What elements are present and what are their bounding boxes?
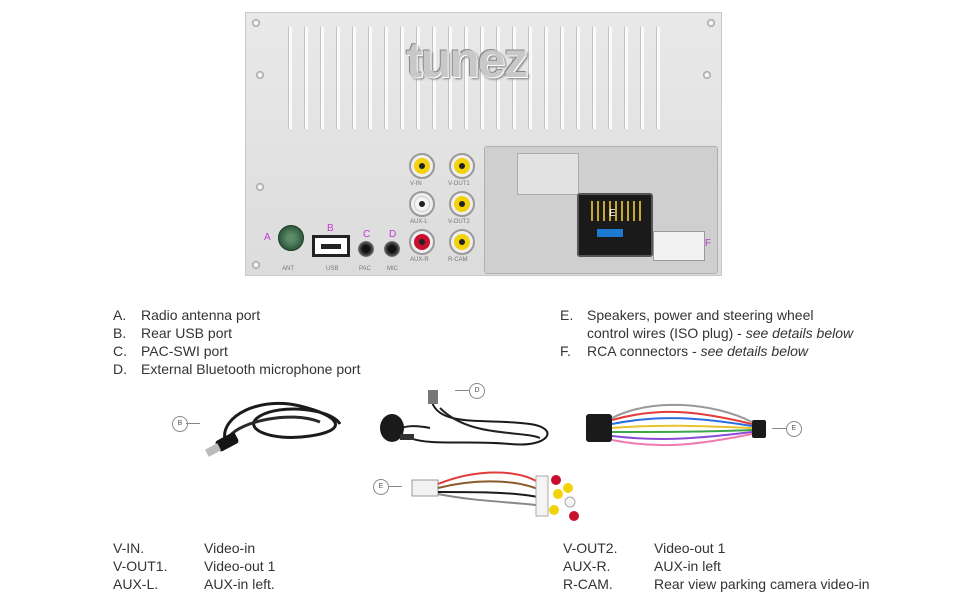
usb-cable-image — [204, 401, 342, 457]
screw-icon — [252, 19, 260, 27]
vent-slot — [656, 27, 660, 129]
iso-wiring-harness-image — [586, 403, 766, 447]
vent-slot — [304, 27, 308, 129]
port-label-v-out2: V-OUT2 — [448, 219, 470, 225]
vent-slot — [352, 27, 356, 129]
legend-right: V-OUT2.Video-out 1 AUX-R.AUX-in left R-C… — [563, 539, 870, 593]
legend-row: V-IN.Video-in — [113, 540, 256, 556]
vent-slot — [448, 27, 452, 129]
vent-slot — [480, 27, 484, 129]
rca-jack-v-out2 — [449, 191, 475, 217]
vent-slot — [544, 27, 548, 129]
list-item: E.Speakers, power and steering wheel — [560, 307, 814, 323]
legend-row: R-CAM.Rear view parking camera video-in — [563, 576, 870, 592]
port-label-v-in: V-IN — [410, 181, 422, 187]
vent-slot — [336, 27, 340, 129]
port-list-left: A.Radio antenna port B.Rear USB port C.P… — [113, 306, 360, 378]
vent-slot — [464, 27, 468, 129]
callout-a: A — [264, 232, 271, 243]
port-label-pac: PAC — [359, 266, 371, 272]
list-item: C.PAC-SWI port — [113, 343, 228, 359]
list-item: D.External Bluetooth microphone port — [113, 361, 361, 377]
connector-block — [484, 146, 718, 274]
badge-usb-cable: B — [172, 416, 188, 432]
vent-slot — [416, 27, 420, 129]
badge-rca-harness: E — [373, 479, 389, 495]
screw-icon — [703, 71, 711, 79]
rca-socket-f — [653, 231, 705, 261]
vent-slot — [608, 27, 612, 129]
vent-slot — [384, 27, 388, 129]
badge-iso-harness: E — [786, 421, 802, 437]
screw-icon — [256, 71, 264, 79]
legend-row: V-OUT1.Video-out 1 — [113, 558, 276, 574]
list-item: F.RCA connectors - see details below — [560, 343, 809, 359]
list-item: A.Radio antenna port — [113, 307, 261, 323]
legend-row: V-OUT2.Video-out 1 — [563, 540, 726, 556]
antenna-port — [278, 225, 304, 251]
brand-logo: tunez — [406, 32, 529, 88]
port-label-r-cam: R-CAM — [448, 257, 468, 263]
badge-microphone: D — [469, 383, 485, 399]
callout-e: E — [609, 208, 616, 219]
vent-slot — [288, 27, 292, 129]
callout-f: F — [705, 238, 712, 249]
screw-icon — [707, 19, 715, 27]
mic-jack — [384, 241, 400, 257]
screw-icon — [256, 183, 264, 191]
rca-jack-v-out1 — [449, 153, 475, 179]
rca-jack-aux-l — [409, 191, 435, 217]
vent-slot — [368, 27, 372, 129]
vent-slot — [560, 27, 564, 129]
list-item: B.Rear USB port — [113, 325, 233, 341]
vent-slot — [576, 27, 580, 129]
vent-slot — [640, 27, 644, 129]
screw-icon — [252, 261, 260, 269]
pac-jack — [358, 241, 374, 257]
callout-c: C — [363, 229, 371, 240]
rca-harness-image — [411, 471, 579, 521]
port-label-aux-r: AUX-R — [410, 257, 429, 263]
vent-slot — [400, 27, 404, 129]
iso-plug-socket — [577, 193, 653, 257]
callout-d: D — [389, 229, 397, 240]
callout-b: B — [327, 223, 334, 234]
legend-row: AUX-L.AUX-in left. — [113, 576, 275, 592]
rca-jack-v-in — [409, 153, 435, 179]
port-label-aux-l: AUX-L — [410, 219, 428, 225]
port-label-mic: MIC — [387, 266, 398, 272]
vent-slot — [528, 27, 532, 129]
port-list-right: E.Speakers, power and steering wheel con… — [560, 306, 853, 360]
vent-slot — [592, 27, 596, 129]
vent-slot — [624, 27, 628, 129]
usb-port — [312, 235, 350, 257]
list-item-continuation: control wires (ISO plug) - see details b… — [587, 325, 854, 341]
legend-row: AUX-R.AUX-in left — [563, 558, 721, 574]
vent-slot — [320, 27, 324, 129]
port-label-v-out1: V-OUT1 — [448, 181, 470, 187]
legend-left: V-IN.Video-in V-OUT1.Video-out 1 AUX-L.A… — [113, 539, 275, 593]
rca-jack-aux-r — [409, 229, 435, 255]
rca-jack-r-cam — [449, 229, 475, 255]
vent-slot — [432, 27, 436, 129]
vent-slot — [512, 27, 516, 129]
port-label-ant: ANT — [282, 266, 294, 272]
head-unit-rear-panel: tunez V-IN V-OUT1 AUX-L V-OUT2 AUX-R R-C… — [245, 12, 722, 276]
port-label-usb: USB — [326, 266, 339, 272]
vent-slot — [496, 27, 500, 129]
bluetooth-microphone-image — [380, 390, 549, 446]
